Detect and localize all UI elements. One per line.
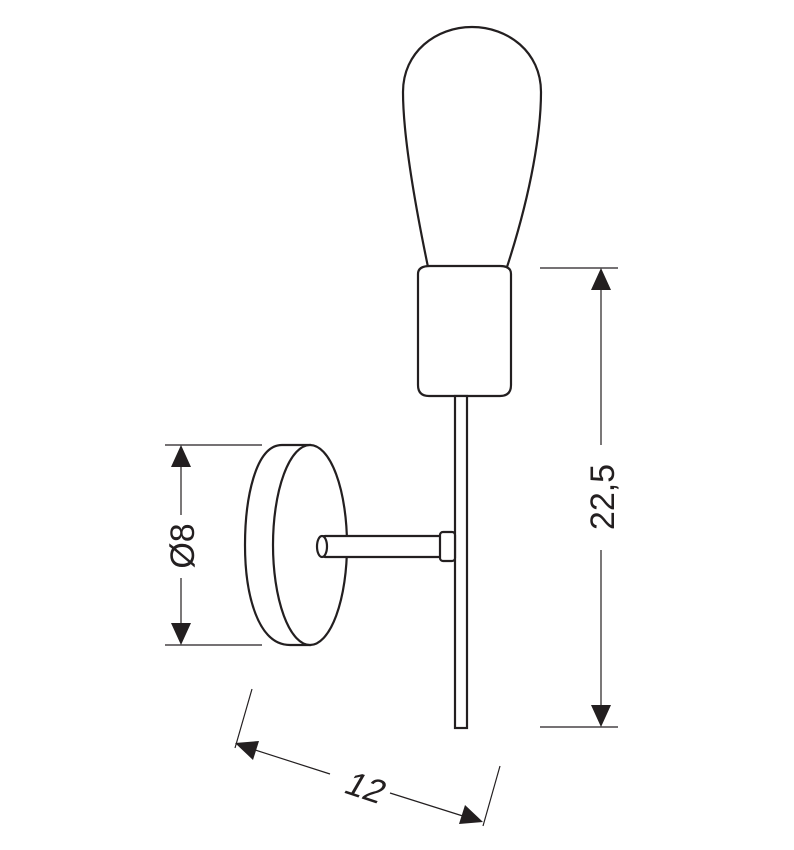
height-label: 22,5 — [584, 464, 622, 530]
height-dimension: 22,5 — [540, 267, 622, 728]
depth-label: 12 — [338, 766, 393, 811]
socket — [416, 264, 513, 398]
diameter-label: Ø8 — [164, 523, 202, 568]
bulb — [401, 25, 543, 269]
wall-plate — [243, 443, 349, 647]
arm — [315, 530, 457, 563]
rod — [453, 394, 469, 730]
diameter-dimension: Ø8 — [164, 444, 262, 646]
